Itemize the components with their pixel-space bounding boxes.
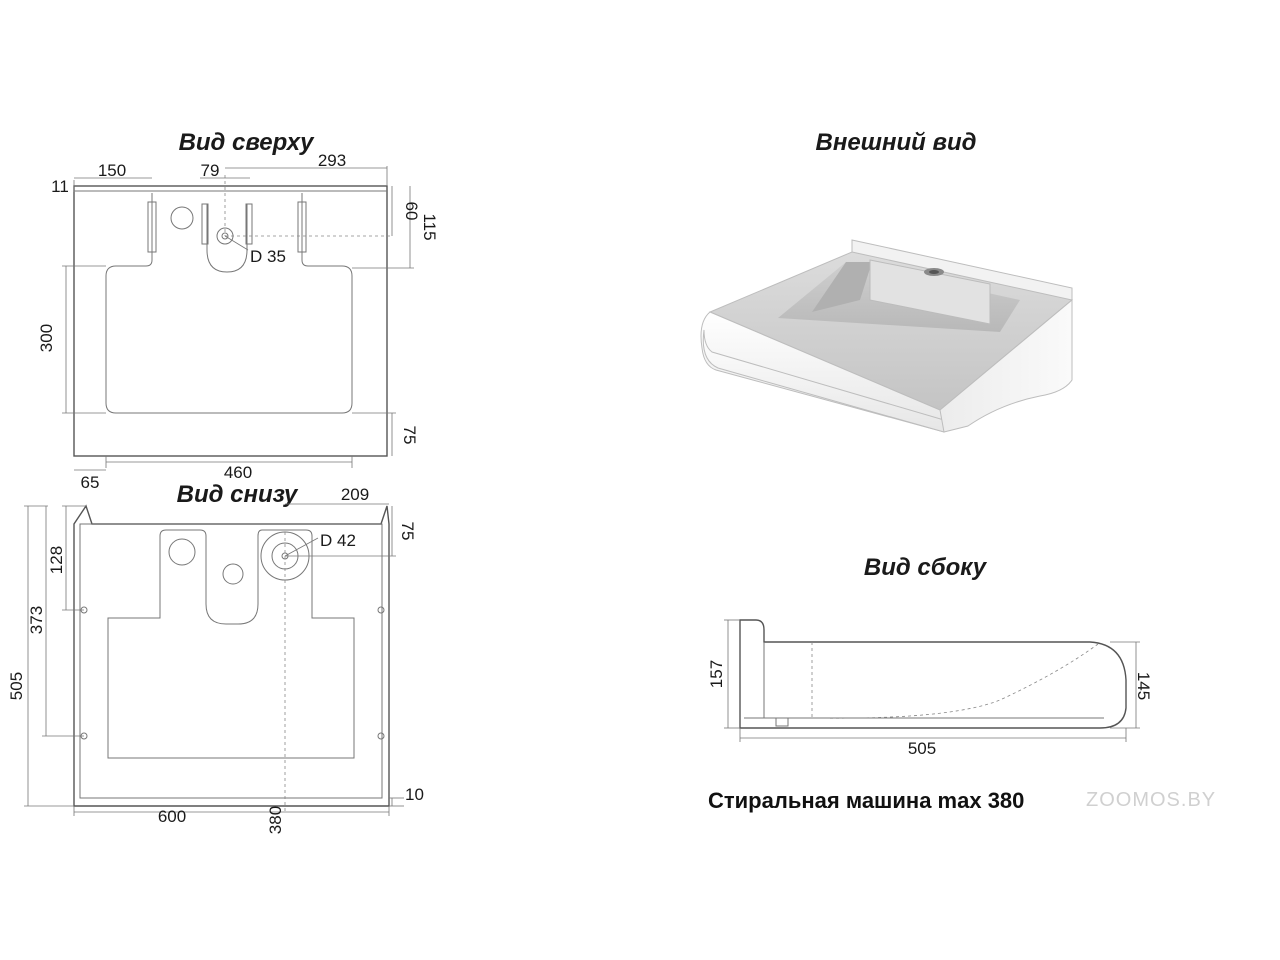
bottom-hole-left [168,538,196,566]
watermark-text: ZOOMOS.BY [1086,789,1216,811]
top-view-drawing [62,166,414,471]
dim-top-65: 65 [81,473,100,492]
basin-cutout [105,193,353,414]
dim-top-79: 79 [201,161,220,180]
dim-bottom-380: 380 [266,806,285,834]
washing-machine-caption: Стиральная машина max 380 [708,788,1024,813]
dim-side-505: 505 [908,739,936,758]
bottom-hole-mid [222,563,244,585]
dim-top-460: 460 [224,463,252,482]
dim-side-157: 157 [707,660,726,688]
dim-bottom-d42: D 42 [320,531,356,550]
dim-top-60: 60 [402,202,421,221]
bottom-view-drawing [24,503,404,816]
dim-top-d35: D 35 [250,247,286,266]
bottom-recess [107,529,355,759]
side-view-outline [739,619,1127,729]
faucet-slot [206,204,248,273]
dim-bottom-209: 209 [341,485,369,504]
dim-top-115: 115 [420,213,439,240]
dim-top-150: 150 [98,161,126,180]
dim-side-145: 145 [1134,672,1153,700]
dim-top-11: 11 [51,177,69,196]
external-view-title: Внешний вид [816,129,977,156]
dim-bottom-75: 75 [398,522,417,541]
bottom-view-outline [73,504,390,807]
dim-top-75: 75 [400,426,419,445]
bottom-view-title: Вид снизу [177,481,299,508]
dim-bottom-373: 373 [27,606,46,634]
dim-bottom-128: 128 [47,546,66,574]
dim-bottom-505: 505 [7,672,26,700]
side-hole [170,206,194,230]
dim-bottom-600: 600 [158,807,186,826]
external-view-render [700,239,1074,433]
dim-top-293: 293 [318,151,346,170]
dim-top-300: 300 [37,324,56,352]
top-view-outline [73,185,388,457]
dim-bottom-10: 10 [405,785,424,804]
side-view-drawing [724,619,1140,742]
side-view-title: Вид сбоку [864,554,988,581]
top-view-title: Вид сверху [179,129,316,156]
